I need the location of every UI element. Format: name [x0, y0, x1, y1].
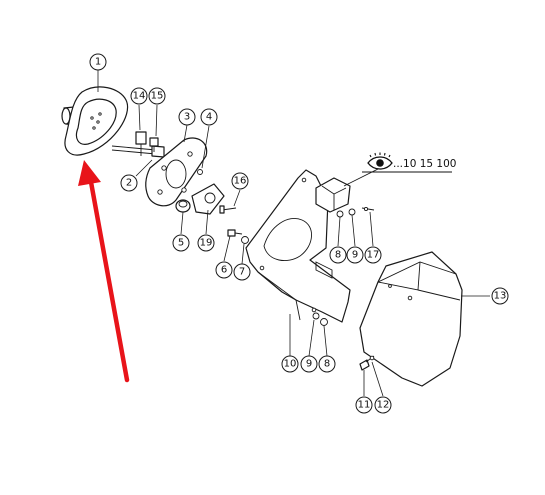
part-2-bolt — [111, 145, 165, 158]
part-17-screw — [361, 206, 375, 212]
part-19-bracket — [191, 183, 225, 215]
callout-9-upper: 9 — [346, 246, 364, 264]
svg-text:8: 8 — [335, 250, 341, 261]
svg-text:13: 13 — [494, 291, 507, 302]
callout-16: 16 — [231, 172, 249, 190]
svg-text:7: 7 — [239, 267, 245, 278]
part-3-flange — [145, 137, 208, 207]
svg-text:3: 3 — [184, 112, 190, 123]
svg-text:11: 11 — [358, 400, 371, 411]
reference-label: ...10 15 100 — [393, 158, 456, 170]
callout-14: 14 — [130, 87, 148, 105]
callout-2: 2 — [120, 174, 138, 192]
svg-text:12: 12 — [377, 400, 390, 411]
callout-8-lower: 8 — [318, 355, 336, 373]
svg-text:1: 1 — [95, 57, 101, 68]
callout-9-lower: 9 — [300, 355, 318, 373]
svg-text:14: 14 — [133, 91, 146, 102]
svg-text:8: 8 — [324, 359, 330, 370]
callout-15: 15 — [148, 87, 166, 105]
callout-1: 1 — [89, 53, 107, 71]
part-9-washer-lower — [312, 312, 320, 320]
callout-12: 12 — [374, 396, 392, 414]
part-8-nut-upper — [336, 210, 344, 218]
svg-text:4: 4 — [206, 112, 212, 123]
callout-7: 7 — [233, 263, 251, 281]
svg-text:10: 10 — [284, 359, 297, 370]
part-15-bolt — [149, 137, 159, 152]
leader-lines — [97, 70, 490, 397]
svg-text:16: 16 — [234, 176, 247, 187]
part-7-washer — [241, 236, 249, 244]
callout-11: 11 — [355, 396, 373, 414]
callout-13: 13 — [491, 287, 509, 305]
part-4-pin — [197, 169, 203, 175]
part-6-screw — [227, 229, 243, 237]
part-8-nut-lower — [320, 318, 328, 326]
svg-text:5: 5 — [178, 238, 184, 249]
svg-text:6: 6 — [221, 265, 227, 276]
callout-19: 19 — [197, 234, 215, 252]
part-5-cap — [175, 199, 191, 213]
svg-text:2: 2 — [126, 178, 132, 189]
reference-note: ...10 15 100 — [362, 152, 456, 173]
callouts: 1 14 15 3 4 2 16 5 19 6 7 8 9 17 13 10 9… — [89, 53, 509, 414]
svg-text:9: 9 — [352, 250, 358, 261]
callout-3: 3 — [178, 108, 196, 126]
callout-5: 5 — [172, 234, 190, 252]
callout-6: 6 — [215, 261, 233, 279]
red-arrow — [78, 160, 130, 383]
callout-4: 4 — [200, 108, 218, 126]
svg-text:17: 17 — [367, 250, 380, 261]
svg-text:15: 15 — [151, 91, 164, 102]
part-14-bolt — [135, 131, 147, 156]
svg-text:9: 9 — [306, 359, 312, 370]
referenced-motor-unit — [315, 177, 351, 213]
callout-17: 17 — [364, 246, 382, 264]
callout-8-upper: 8 — [329, 246, 347, 264]
part-13-cover — [359, 251, 463, 387]
part-16-screw — [219, 205, 237, 214]
callout-10: 10 — [281, 355, 299, 373]
part-12-washer — [369, 355, 375, 361]
part-9-washer-upper — [348, 208, 356, 216]
part-1-pulley — [61, 86, 129, 156]
eye-icon — [367, 152, 393, 170]
svg-text:19: 19 — [200, 238, 213, 249]
